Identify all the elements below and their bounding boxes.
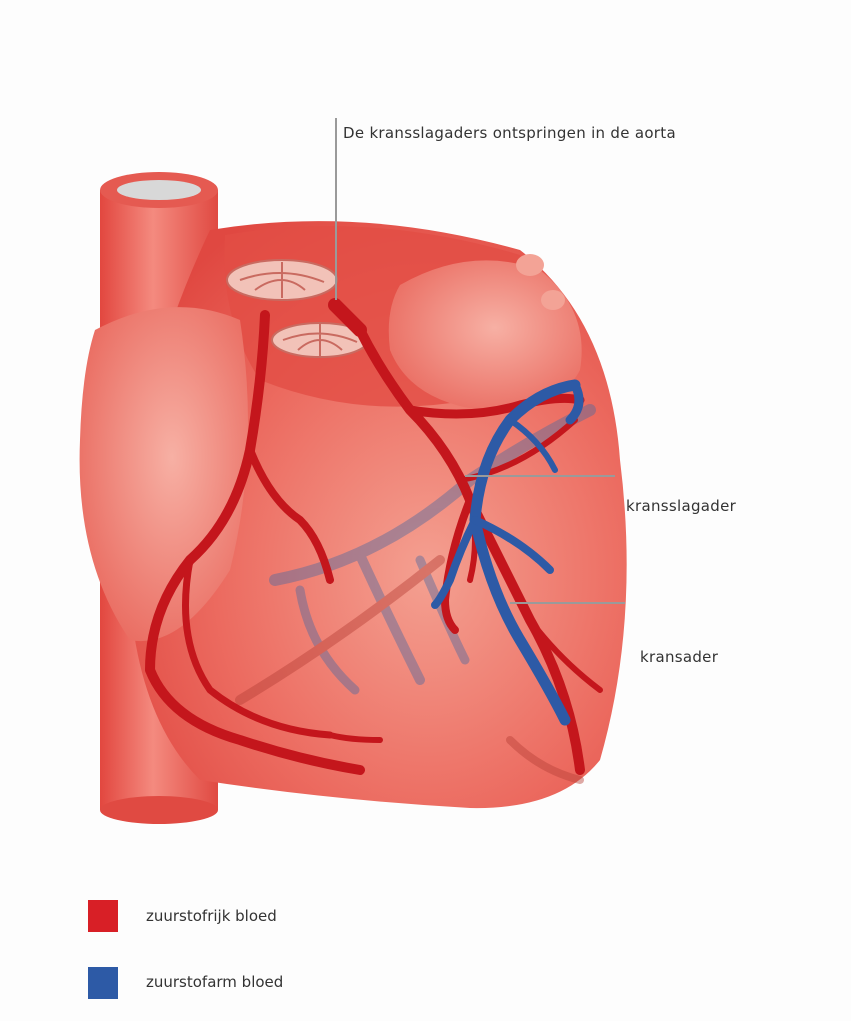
legend-swatch-oxygen-poor (88, 967, 118, 999)
coronary-artery-label: kransslagader (626, 497, 736, 515)
legend-label-oxygen-rich: zuurstofrijk bloed (146, 907, 277, 925)
legend-swatch-oxygen-rich (88, 900, 118, 932)
heart-body (80, 221, 627, 808)
legend-label-oxygen-poor: zuurstofarm bloed (146, 973, 283, 991)
aorta-callout-label: De kransslagaders ontspringen in de aort… (343, 124, 676, 142)
aortic-valve (227, 260, 337, 300)
coronary-vein-label: kransader (640, 648, 718, 666)
